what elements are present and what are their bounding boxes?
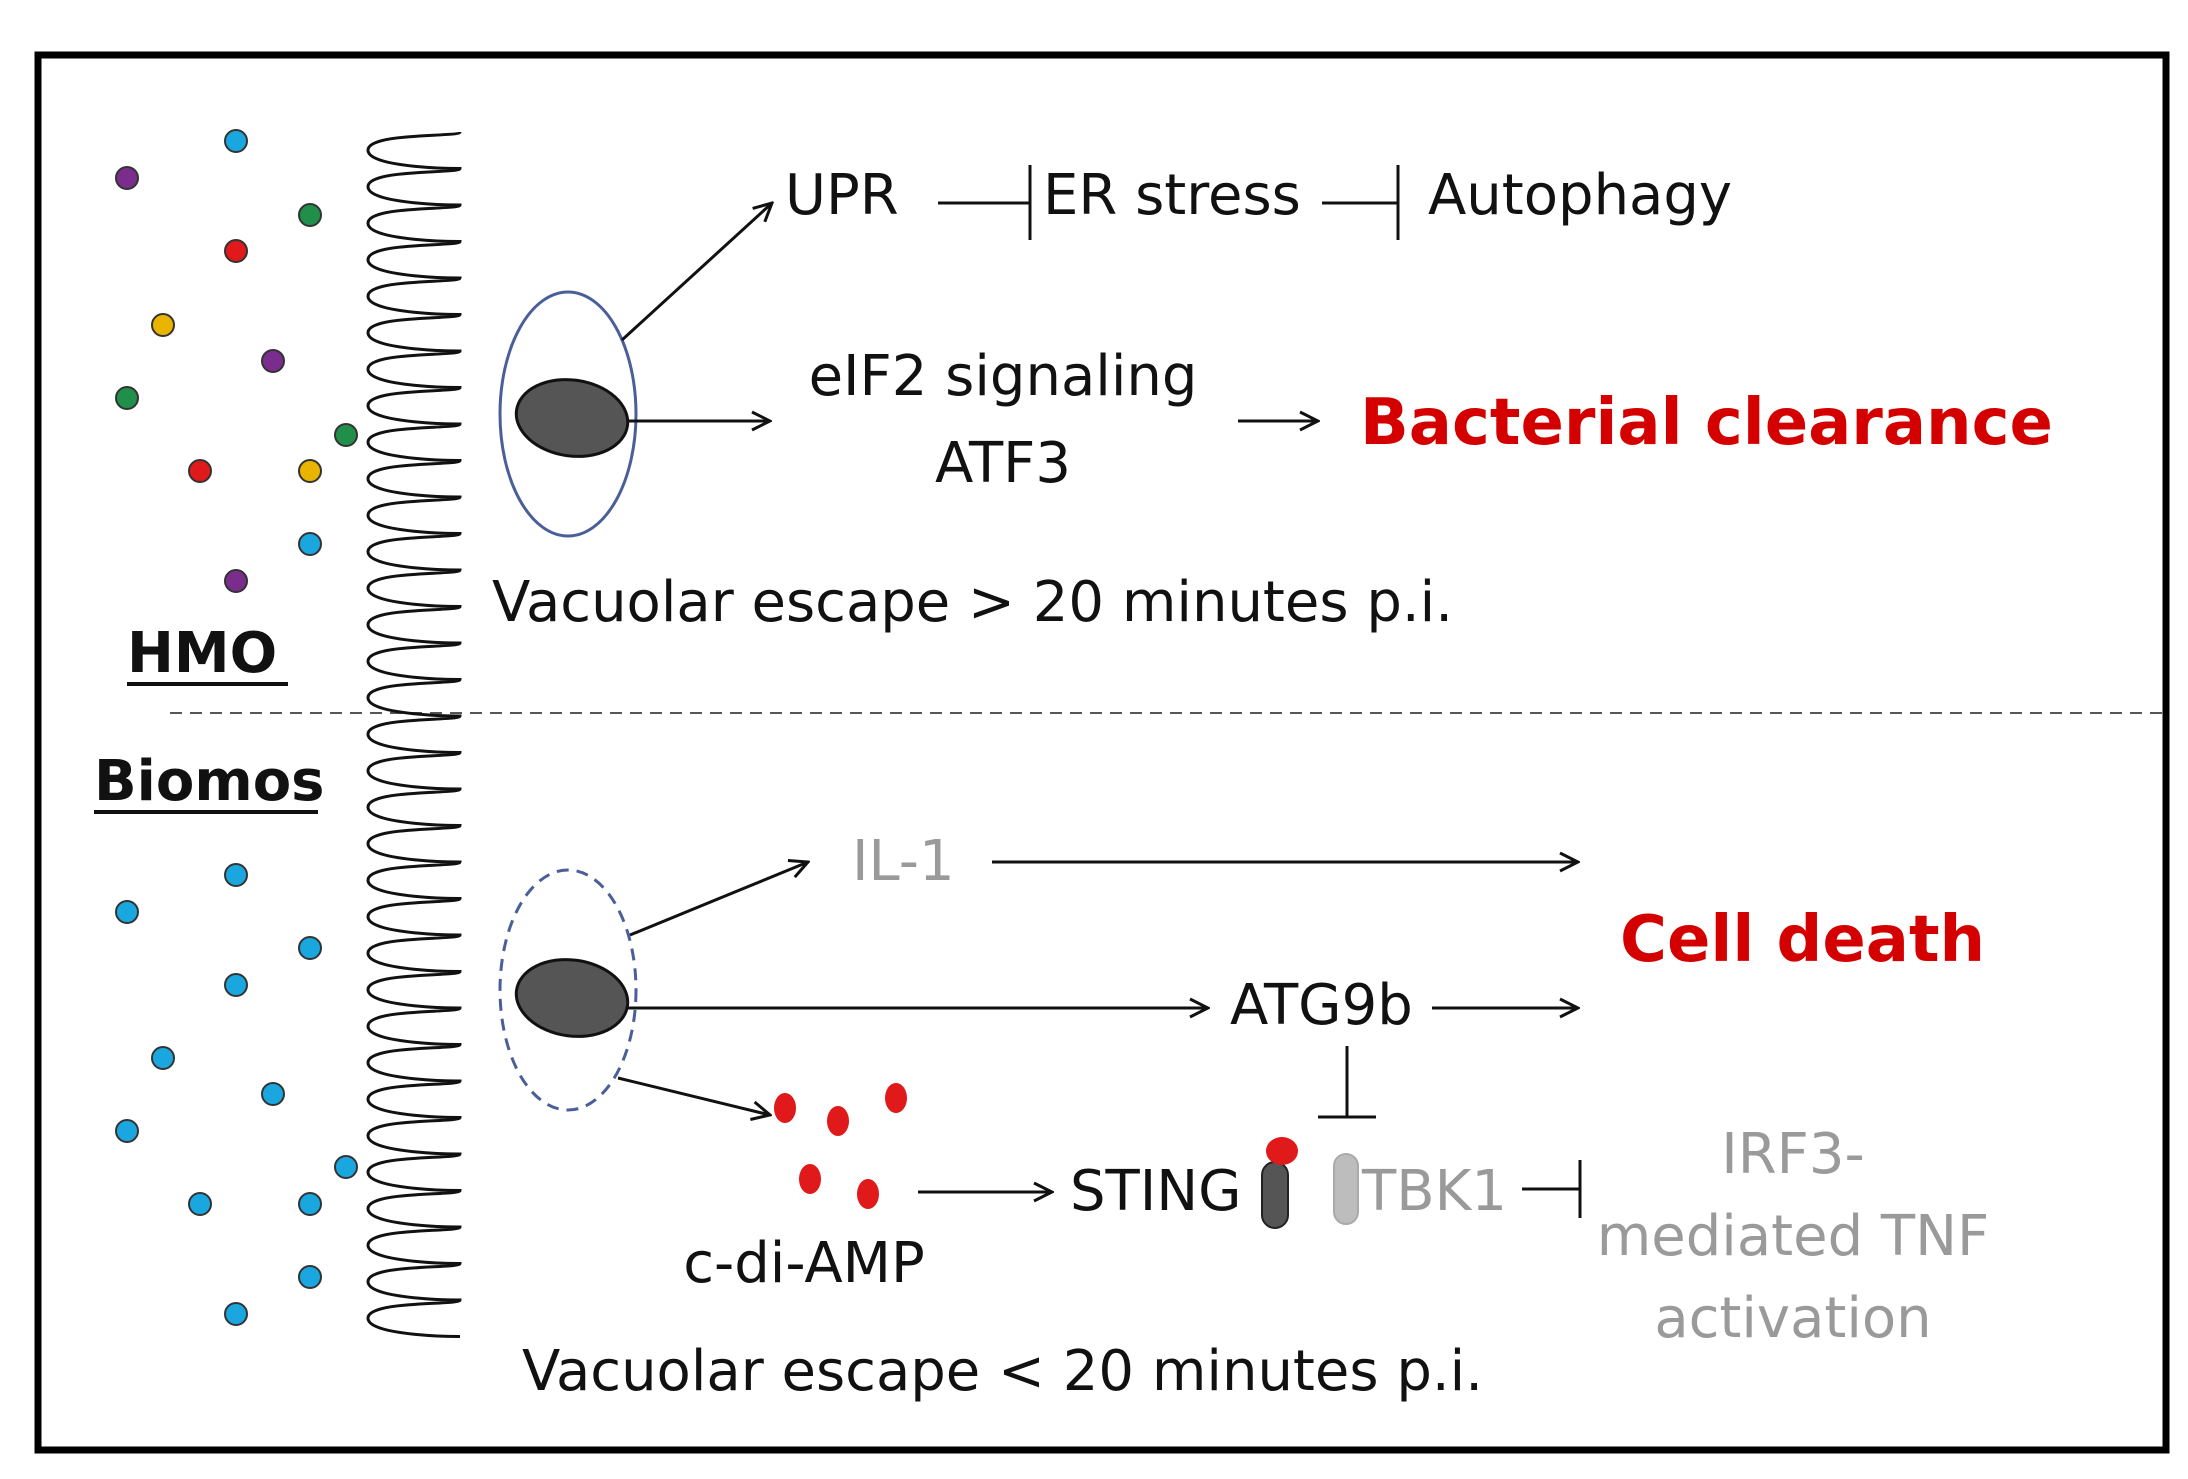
biomos-dot [298,1265,322,1289]
c-di-amp-molecule [885,1083,907,1113]
irf3-label-line3: activation [1654,1286,1931,1351]
c-di-amp-molecule [774,1093,796,1123]
biomos-bacterium [514,958,630,1038]
il1-label: IL-1 [852,829,955,894]
c-di-amp-molecule [827,1106,849,1136]
hmo-label: HMO [127,621,277,686]
er-stress-label: ER stress [1043,163,1301,228]
upr-label: UPR [785,163,899,228]
arrow-to-il1 [629,862,808,937]
atg9b-label: ATG9b [1230,973,1413,1038]
autophagy-label: Autophagy [1428,163,1732,228]
atf3-label: ATF3 [935,431,1071,496]
hmo-dot [224,239,248,263]
intestinal-epithelium-membrane [366,130,462,1338]
hmo-dot [224,569,248,593]
tbk1-protein-icon [1333,1153,1359,1225]
biomos-dot [334,1155,358,1179]
c-di-amp-molecule [857,1179,879,1209]
eif2-signaling-label: eIF2 signaling [809,344,1198,409]
c-di-amp-label: c-di-AMP [683,1231,924,1296]
hmo-vacuolar-escape-label: Vacuolar escape > 20 minutes p.i. [492,570,1453,635]
cell-death-label: Cell death [1620,903,1985,977]
hmo-intact-vacuole [498,290,638,538]
bacterial-clearance-label: Bacterial clearance [1360,386,2053,460]
hmo-dot [334,423,358,447]
biomos-dots [115,863,358,1326]
irf3-label-line1: IRF3- [1721,1122,1864,1187]
biomos-dot [151,1046,175,1070]
hmo-dot [298,203,322,227]
sting-bound-c-di-amp [1266,1137,1298,1165]
biomos-dot [188,1192,212,1216]
biomos-dot [298,1192,322,1216]
irf3-label-line2: mediated TNF [1597,1204,1990,1269]
arrow-to-upr [620,203,772,342]
biomos-ruptured-vacuole [498,868,638,1112]
biomos-dot [224,863,248,887]
biomos-vacuolar-escape-label: Vacuolar escape < 20 minutes p.i. [522,1339,1483,1404]
c-di-amp-molecules [774,1083,907,1209]
biomos-dot [224,1302,248,1326]
biomos-dot [115,900,139,924]
hmo-dot [261,349,285,373]
tbk1-label: TBK1 [1361,1159,1507,1224]
diagram-frame [34,51,2170,1454]
biomos-dot [298,936,322,960]
hmo-dot [115,386,139,410]
biomos-dot [261,1082,285,1106]
arrow-to-c-di-amp [617,1076,770,1115]
hmo-oligosaccharide-dots [115,129,358,593]
biomos-dot [115,1119,139,1143]
hmo-dot [298,459,322,483]
hmo-bacterium [514,378,630,458]
sting-protein-icon [1261,1161,1289,1229]
hmo-dot [298,532,322,556]
hmo-dot [151,313,175,337]
hmo-dot [224,129,248,153]
hmo-dot [115,166,139,190]
biomos-label: Biomos [94,749,325,814]
hmo-dot [188,459,212,483]
biomos-dot [224,973,248,997]
sting-label: STING [1070,1159,1242,1224]
c-di-amp-molecule [799,1164,821,1194]
